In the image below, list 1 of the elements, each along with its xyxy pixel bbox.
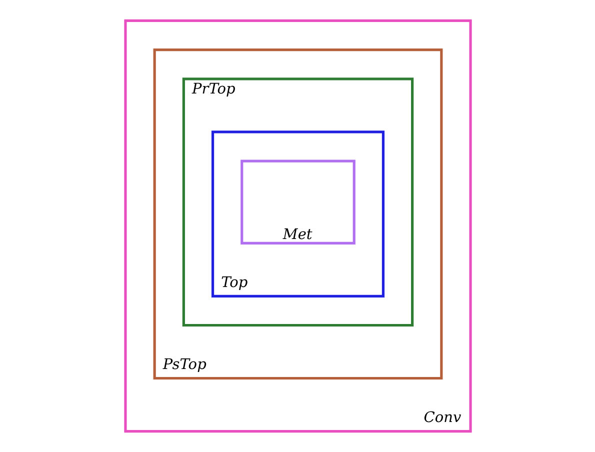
node-box: Met: [240, 160, 355, 244]
